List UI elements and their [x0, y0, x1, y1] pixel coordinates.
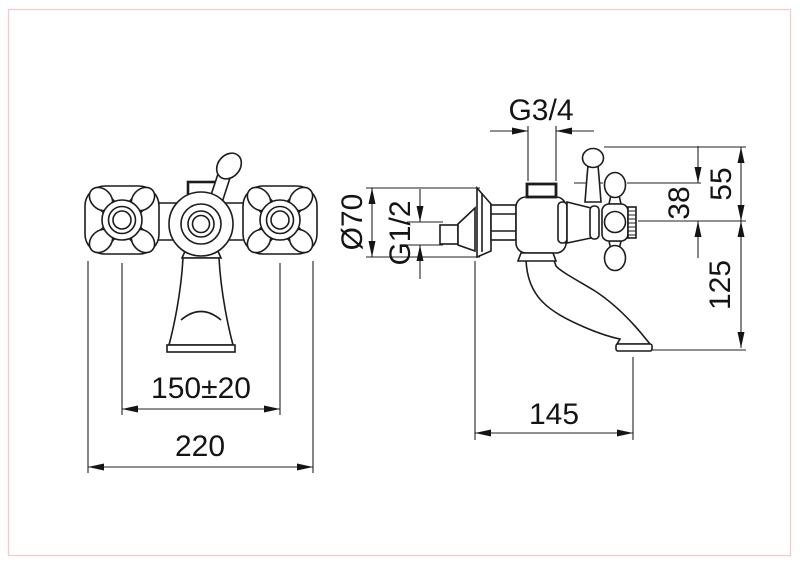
dimension-labels: G3/4 Ø70 G1/2 55 38 125 145 150±20 220 [151, 94, 738, 463]
side-nut-facets [491, 213, 516, 232]
side-wall-union [439, 224, 459, 245]
page-border-frame [7, 8, 792, 557]
dim-label-spout-reach: 145 [529, 398, 579, 431]
front-view [84, 152, 318, 353]
side-view [439, 147, 653, 352]
front-spout-rim [166, 344, 236, 353]
side-diverter-knob [581, 147, 605, 169]
handle-lobe-bottom [603, 244, 627, 272]
knurl-lines [628, 210, 636, 236]
handle-lobe-top [603, 171, 627, 199]
handle-index [270, 210, 290, 230]
dim-label-spout-drop: 125 [704, 260, 737, 310]
side-collar-1 [557, 201, 568, 244]
front-spout-trumpet [167, 257, 235, 346]
front-diverter-knob [215, 152, 243, 180]
handle-index [112, 210, 132, 230]
front-handle-left [84, 185, 160, 255]
handle-hub-cap [603, 210, 627, 234]
dim-label-inlet-thread: G1/2 [384, 200, 417, 265]
side-spout [525, 258, 652, 345]
side-union-cone [457, 206, 476, 253]
dim-label-handle-spacing: 150±20 [151, 372, 251, 405]
side-cross-handle [601, 171, 637, 272]
side-spout-neck [516, 252, 558, 262]
dim-label-overall-width: 220 [175, 430, 225, 463]
front-hub-index [191, 214, 211, 234]
front-spout-arc [180, 310, 222, 321]
dim-label-top-outlet-thread: G3/4 [508, 94, 573, 127]
side-diverter-stem [584, 165, 602, 203]
side-hex-nut [490, 204, 517, 241]
side-spout-rim [615, 343, 653, 352]
side-handle-cone [566, 200, 592, 244]
side-collar-2 [589, 205, 600, 240]
dim-label-height-top: 55 [705, 167, 738, 200]
side-top-port-g34 [525, 182, 558, 199]
dim-label-height-mid: 38 [663, 186, 696, 219]
front-handle-right [242, 185, 318, 255]
dimension-lines [87, 126, 746, 473]
side-wall-flange [476, 185, 492, 259]
dim-label-flange-diameter: Ø70 [336, 194, 369, 251]
